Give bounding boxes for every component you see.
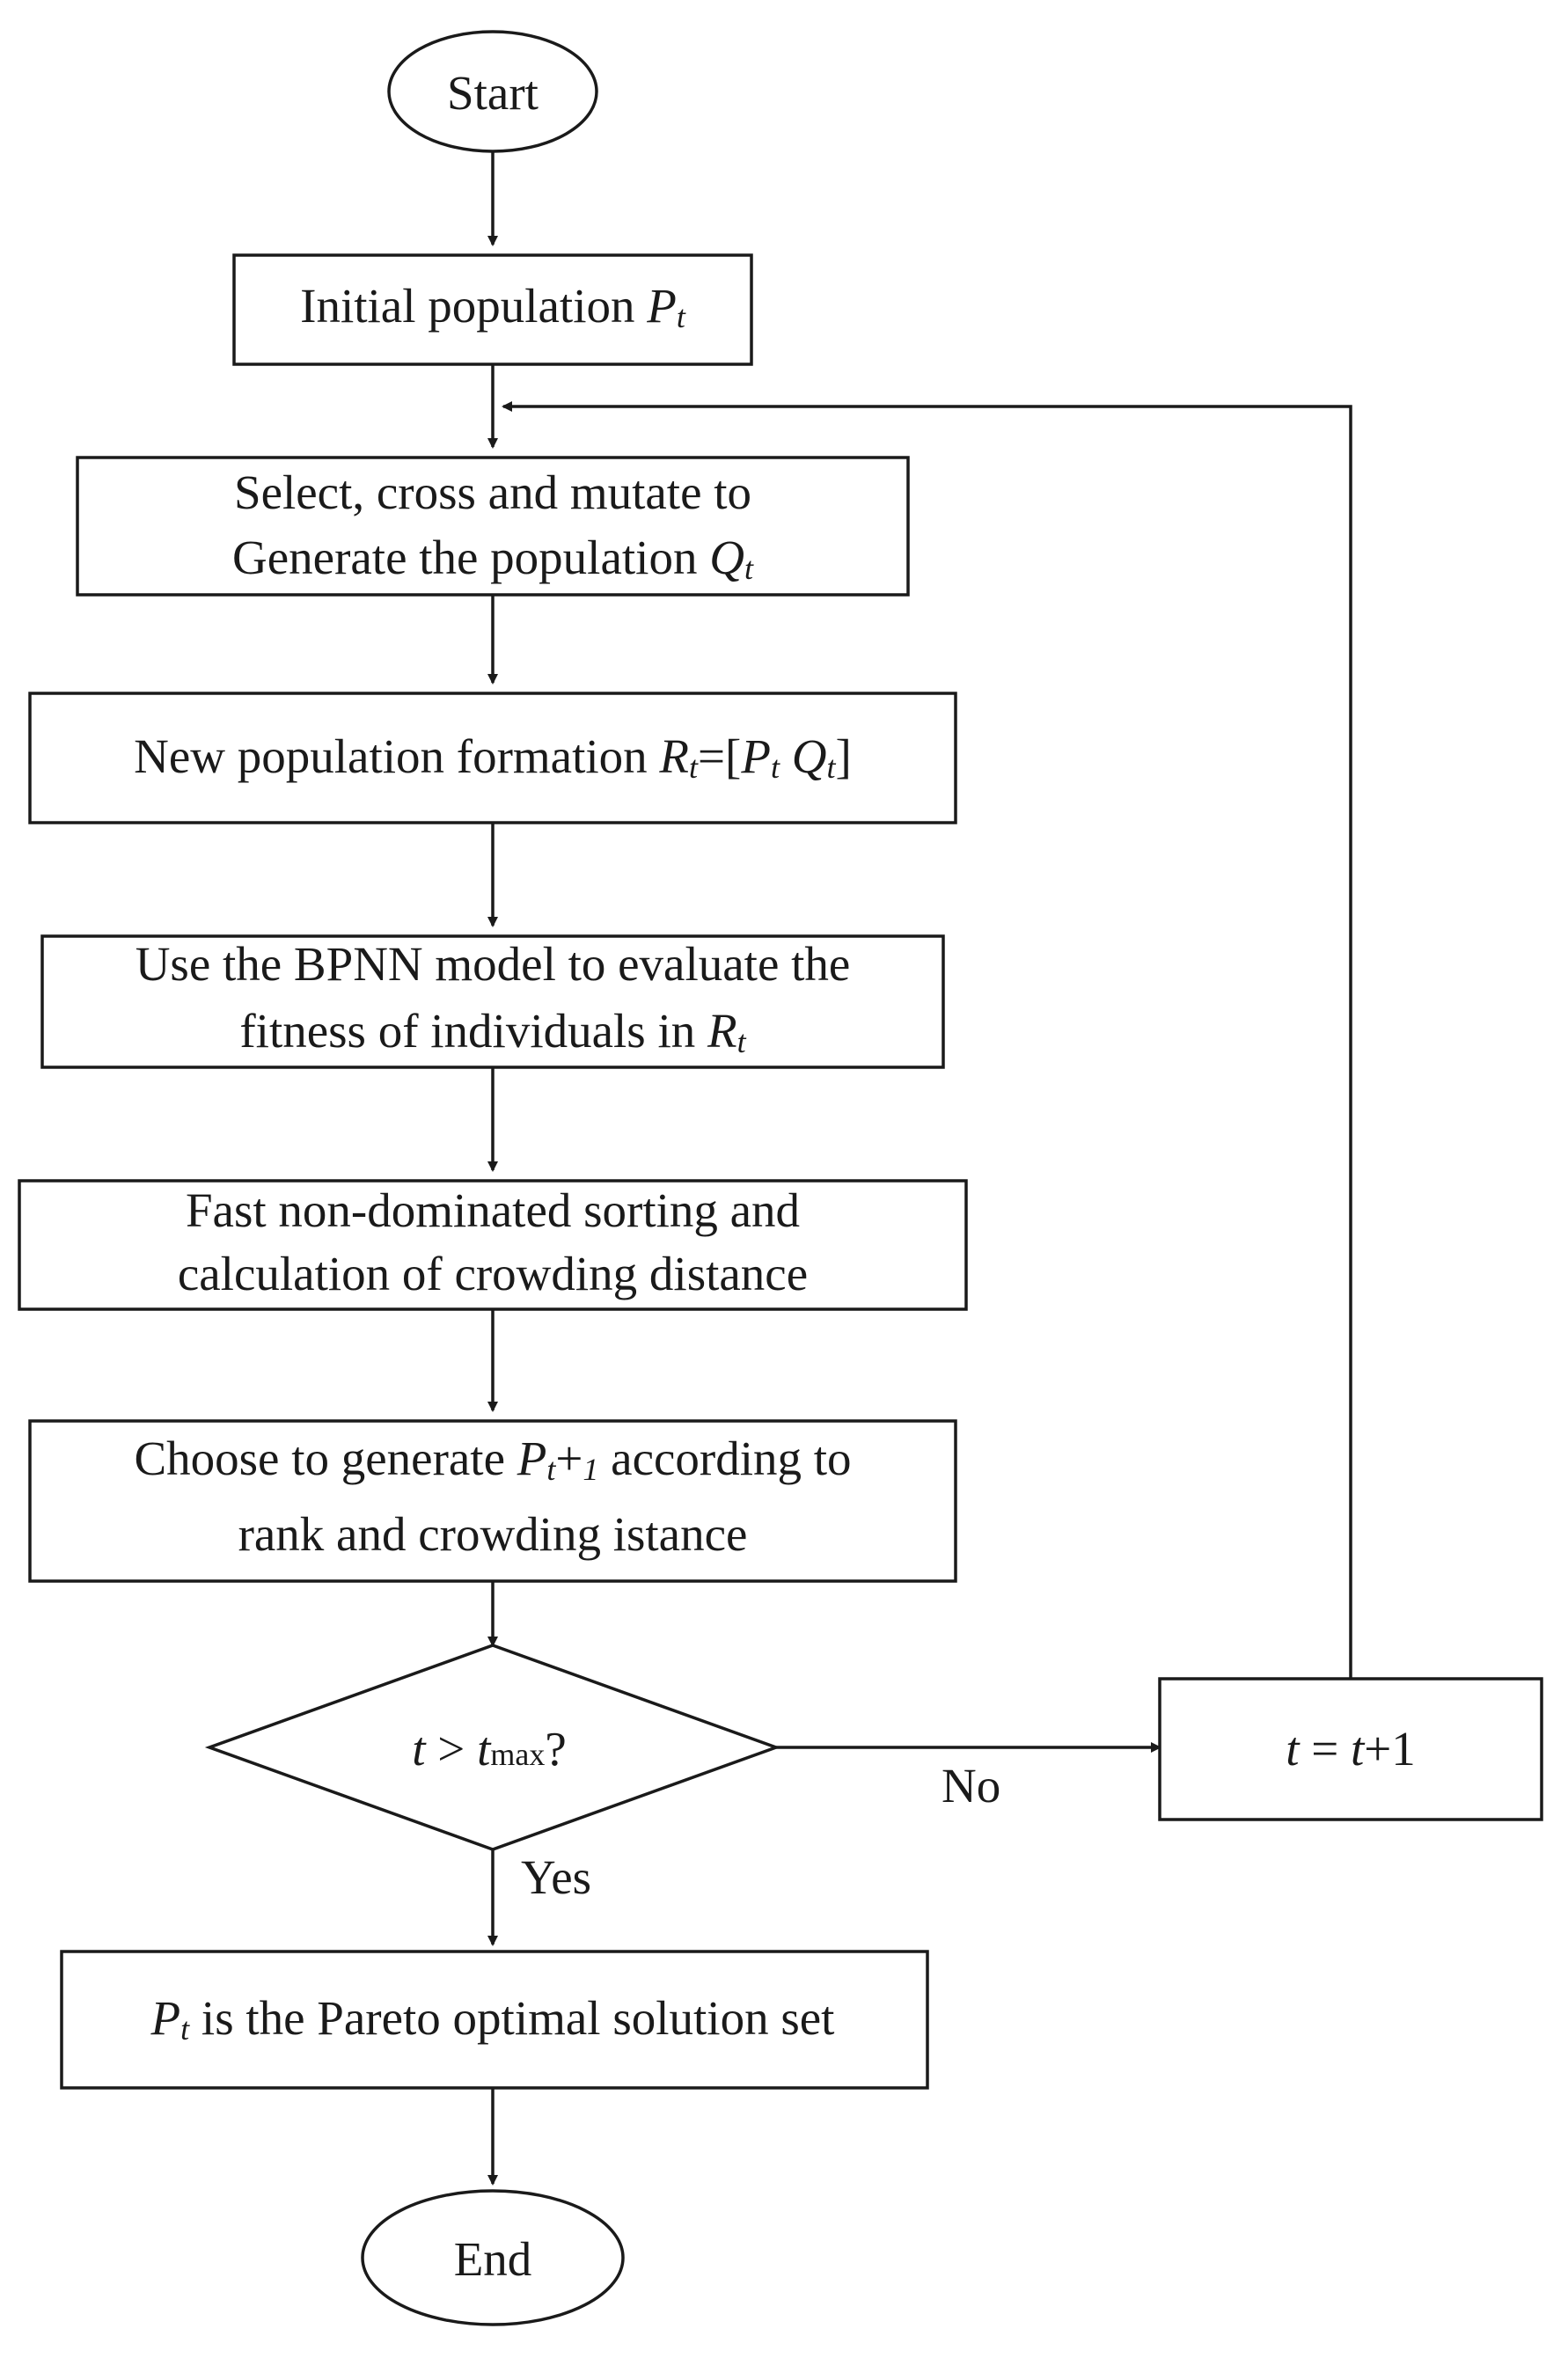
yes-label: Yes	[521, 1850, 591, 1904]
end-node: End	[361, 2189, 625, 2326]
decision-label: t > tmax?	[412, 1722, 567, 1776]
increment-label: t = t+1	[1286, 1722, 1416, 1776]
no-label: No	[942, 1759, 1000, 1812]
increment-box: t = t+1	[1158, 1677, 1543, 1821]
pareto-label: Pt is the Pareto optimal solution set	[150, 1991, 835, 2047]
select-line-1: Select, cross and mutate to	[234, 465, 751, 519]
initial-population-label: Initial population Pt	[300, 279, 686, 334]
connectors	[487, 151, 1352, 2186]
new-population-box: New population formation Rt=[Pt Qt]	[28, 692, 957, 824]
sorting-box: Fast non-dominated sorting and calculati…	[18, 1179, 968, 1311]
start-node: Start	[387, 30, 598, 153]
sorting-line-1: Fast non-dominated sorting and	[186, 1183, 800, 1237]
end-label: End	[454, 2232, 532, 2286]
initial-population-box: Initial population Pt	[232, 253, 753, 366]
select-line-2: Generate the population Qt	[232, 531, 754, 586]
pareto-box: Pt is the Pareto optimal solution set	[60, 1950, 929, 2090]
new-population-label: New population formation Rt=[Pt Qt]	[134, 729, 852, 785]
loop-back-line	[502, 401, 1352, 1679]
choose-box: Choose to generate Pt+1 according to ran…	[28, 1419, 957, 1583]
select-cross-mutate-box: Select, cross and mutate to Generate the…	[76, 456, 910, 597]
choose-line-2: rank and crowding istance	[238, 1507, 748, 1561]
sorting-line-2: calculation of crowding distance	[178, 1247, 808, 1300]
start-label: Start	[447, 66, 539, 120]
bpnn-evaluation-box: Use the BPNN model to evaluate the fitne…	[40, 934, 945, 1069]
decision-node: t > tmax?	[204, 1644, 781, 1851]
bpnn-line-2: fitness of individuals in Rt	[239, 1004, 746, 1059]
choose-line-1: Choose to generate Pt+1 according to	[134, 1432, 851, 1487]
bpnn-line-1: Use the BPNN model to evaluate the	[136, 937, 851, 991]
